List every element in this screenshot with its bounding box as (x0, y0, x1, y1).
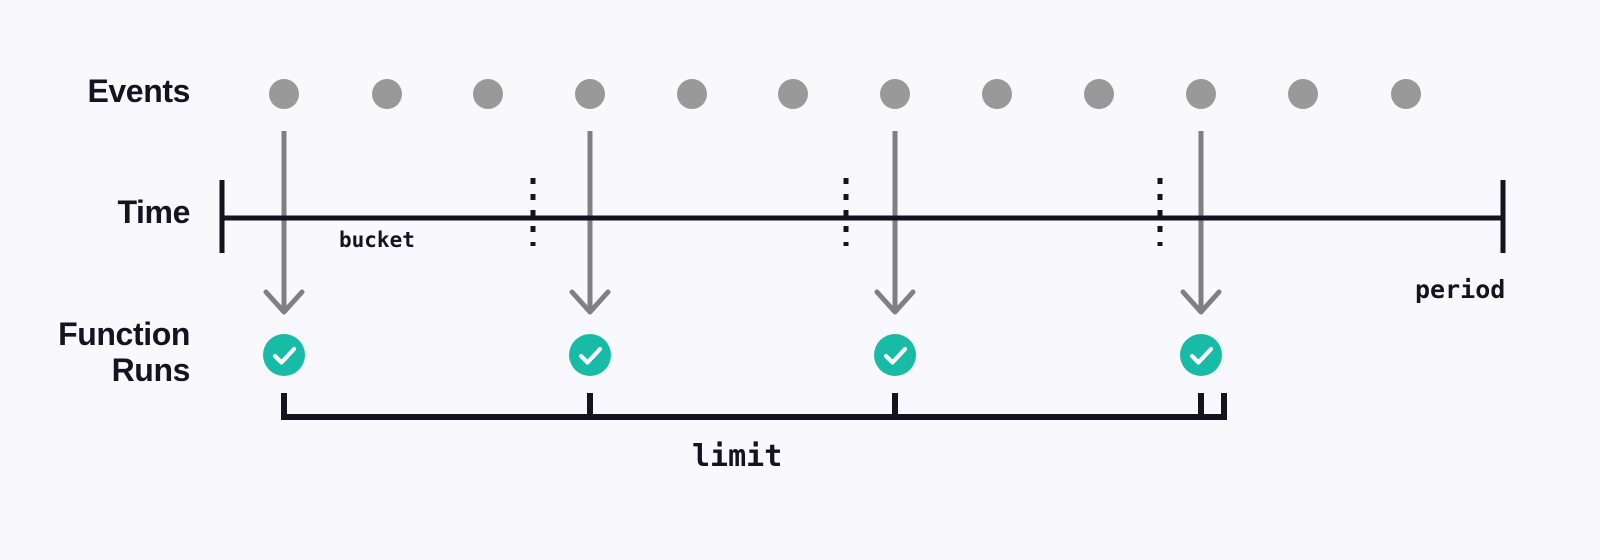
event-dot (880, 79, 910, 109)
event-dot (269, 79, 299, 109)
bucket-annotation-label: bucket (339, 228, 415, 252)
check-icon (272, 346, 297, 365)
bucket-divider-group (530, 178, 1163, 246)
events-row-label: Events (87, 73, 190, 109)
function-runs-row-label: Function Runs (58, 316, 190, 388)
event-dot (677, 79, 707, 109)
time-row-label: Time (117, 194, 190, 230)
trigger-arrow-head-icon (1180, 289, 1222, 315)
timeline-axis-group (219, 180, 1506, 253)
check-icon (1189, 346, 1214, 365)
period-annotation-label: period (1415, 275, 1506, 304)
trigger-arrow-head-icon (569, 289, 611, 315)
trigger-arrow-head-icon (874, 289, 916, 315)
function-run-marker (874, 334, 916, 376)
check-icon (578, 346, 603, 365)
event-dot (372, 79, 402, 109)
event-dot (473, 79, 503, 109)
check-icon (883, 346, 908, 365)
function-run-circle (569, 334, 611, 376)
function-run-marker (569, 334, 611, 376)
trigger-arrow-head-icon (263, 289, 305, 315)
function-run-marker (263, 334, 305, 376)
event-dot (1288, 79, 1318, 109)
event-dots-group (269, 79, 1421, 109)
function-run-circle (874, 334, 916, 376)
function-run-markers-group (263, 334, 1222, 376)
event-dot (1084, 79, 1114, 109)
event-dot (1186, 79, 1216, 109)
limit-bracket-group (281, 393, 1227, 420)
event-dot (778, 79, 808, 109)
trigger-arrows-group (263, 131, 1222, 315)
function-run-circle (1180, 334, 1222, 376)
function-run-marker (1180, 334, 1222, 376)
function-run-circle (263, 334, 305, 376)
event-dot (1391, 79, 1421, 109)
event-dot (982, 79, 1012, 109)
event-dot (575, 79, 605, 109)
limit-annotation-label: limit (692, 439, 783, 474)
